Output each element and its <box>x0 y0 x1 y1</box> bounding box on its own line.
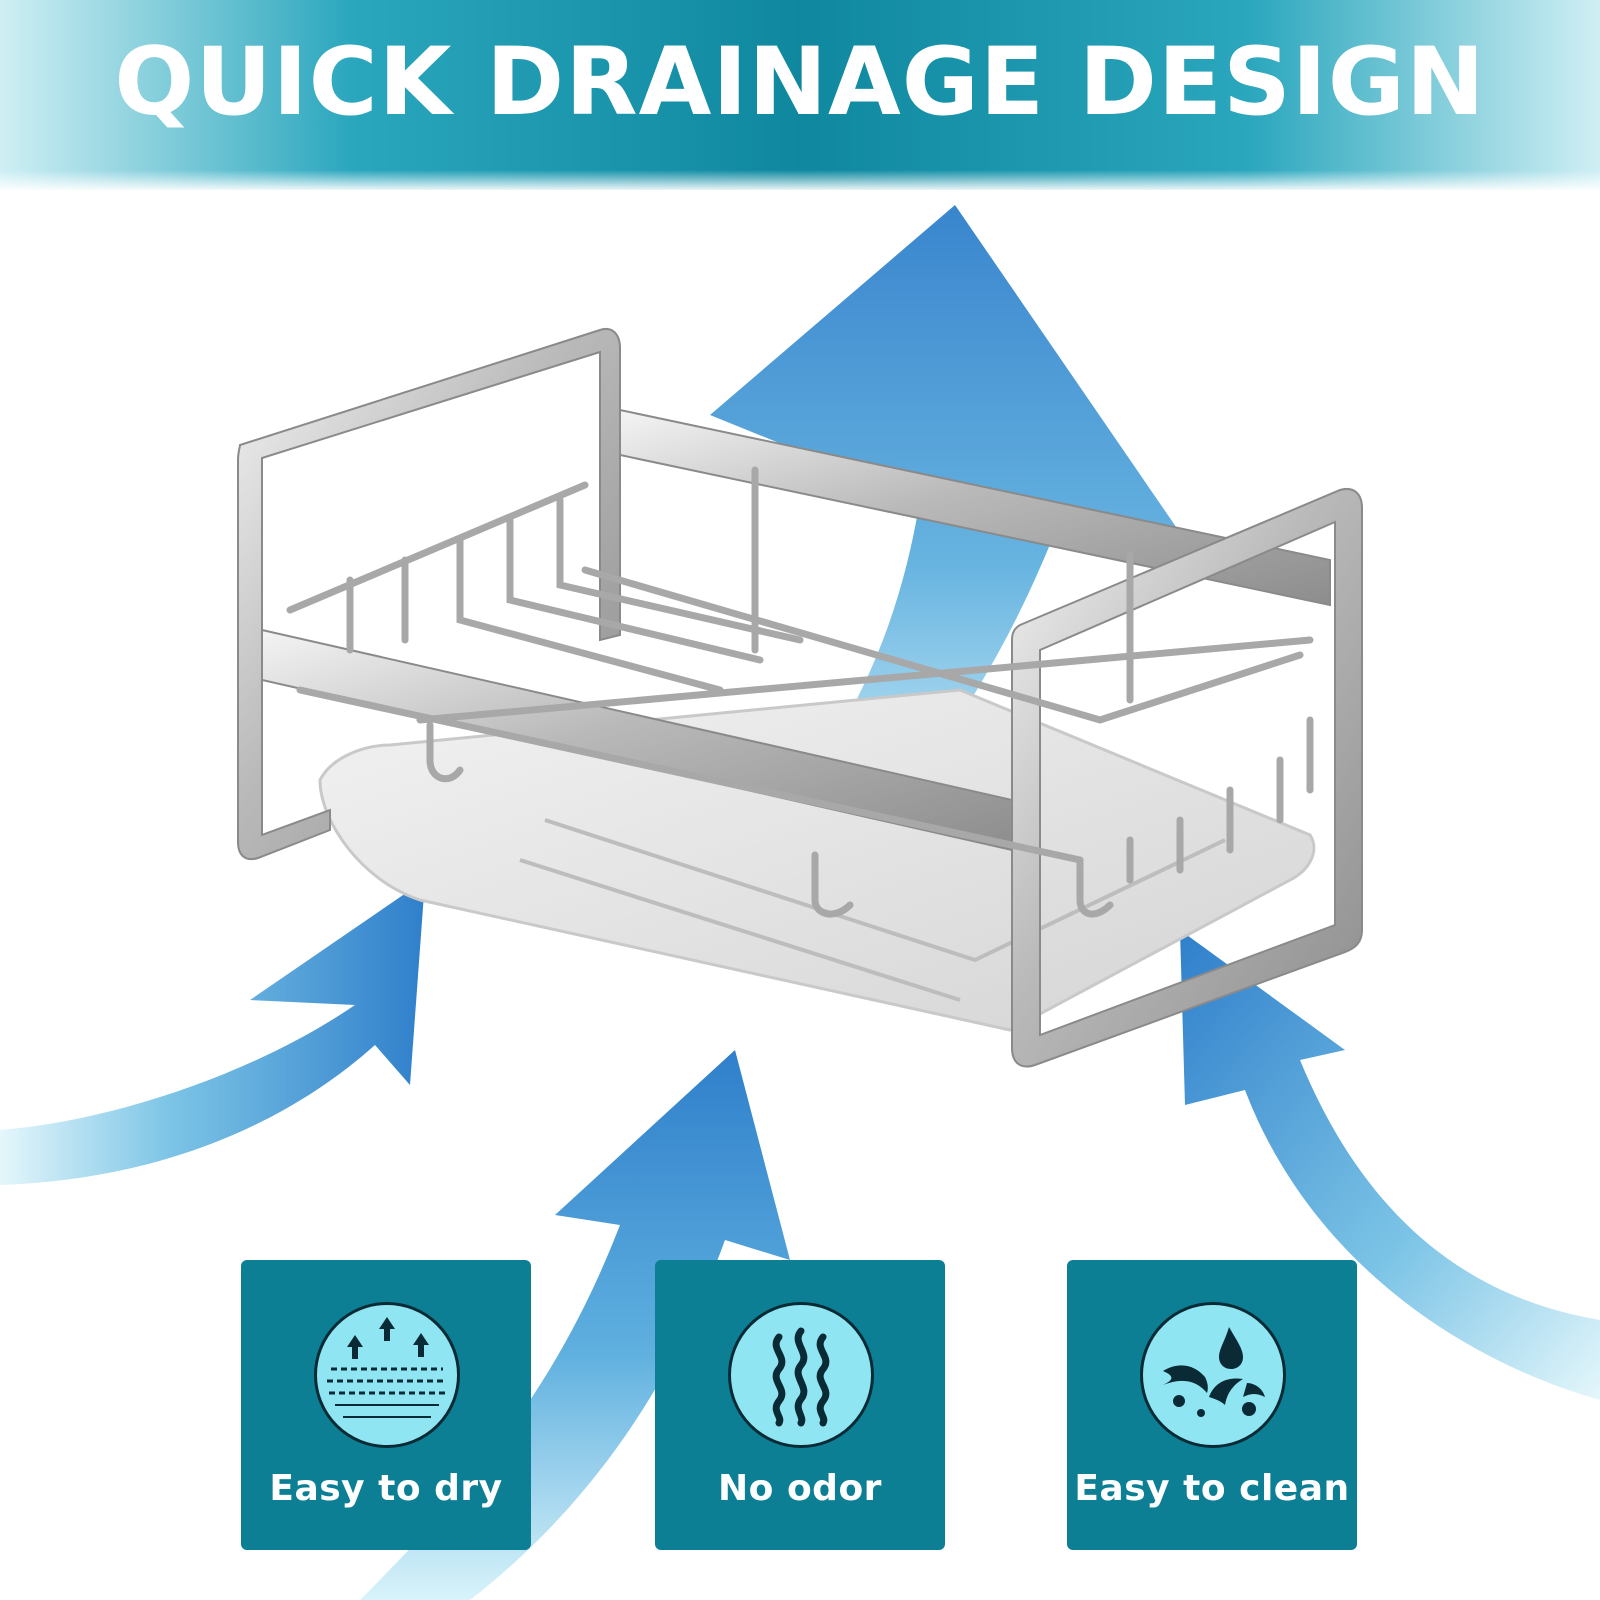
airflow-arrow-right <box>1180 930 1600 1400</box>
feature-card-easy-to-clean: Easy to clean <box>1067 1260 1357 1550</box>
banner-fade <box>0 170 1600 192</box>
rack-front-rail <box>261 628 1013 852</box>
evaporation-icon <box>314 1302 460 1448</box>
rack-right-frame <box>1011 488 1363 1068</box>
rack-wires <box>286 466 1314 918</box>
page-title: QUICK DRAINAGE DESIGN <box>114 28 1486 137</box>
header-banner <box>0 0 1600 190</box>
airflow-arrow-center <box>360 1050 790 1600</box>
feature-label: No odor <box>718 1468 882 1509</box>
feature-card-easy-to-dry: Easy to dry <box>241 1260 531 1550</box>
rack-back-rail <box>619 408 1331 607</box>
airflow-arrow-top <box>710 205 1185 860</box>
feature-label: Easy to clean <box>1074 1468 1350 1509</box>
water-splash-icon <box>1140 1302 1286 1448</box>
odor-waves-icon <box>728 1302 874 1448</box>
airflow-arrow-left <box>0 880 425 1185</box>
feature-card-no-odor: No odor <box>655 1260 945 1550</box>
feature-label: Easy to dry <box>269 1468 503 1509</box>
rack-left-frame <box>237 328 621 861</box>
